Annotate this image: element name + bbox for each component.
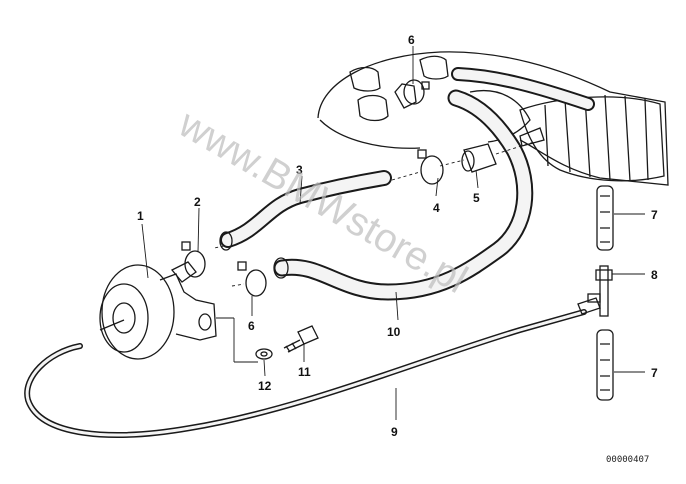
callout-10: 10 [387, 325, 401, 339]
leader-lines [141, 46, 645, 420]
hose-3 [219, 170, 392, 251]
washer-12 [255, 348, 273, 360]
callout-1: 1 [137, 209, 144, 223]
hose-10 [273, 89, 534, 301]
t-piece-8 [587, 265, 613, 317]
hose-piece-7-upper [596, 185, 614, 251]
callout-2: 2 [194, 195, 201, 209]
callout-8: 8 [651, 268, 658, 282]
callout-7-lower: 7 [651, 366, 658, 380]
callout-9: 9 [391, 425, 398, 439]
sleeve-5 [461, 143, 497, 173]
reference-code: 00000407 [606, 455, 649, 465]
callout-6-lower: 6 [248, 319, 255, 333]
callout-6-upper: 6 [408, 33, 415, 47]
clamp-2 [181, 241, 206, 278]
callout-labels: 1 2 3 4 5 6 6 7 7 8 9 10 11 12 [137, 33, 658, 439]
assembly-lines [213, 141, 535, 363]
callout-7-upper: 7 [651, 208, 658, 222]
callout-3: 3 [296, 163, 303, 177]
screw-11 [283, 325, 319, 353]
callout-11: 11 [298, 365, 311, 379]
clamp-6-upper [403, 79, 430, 105]
callout-4: 4 [433, 201, 440, 215]
callout-5: 5 [473, 191, 480, 205]
hose-upper [451, 67, 595, 111]
clamp-4 [417, 149, 444, 185]
clamp-6-lower [237, 261, 267, 297]
hose-piece-7-lower [596, 329, 614, 401]
callout-12: 12 [258, 379, 272, 393]
vacuum-unit-1 [99, 261, 217, 360]
